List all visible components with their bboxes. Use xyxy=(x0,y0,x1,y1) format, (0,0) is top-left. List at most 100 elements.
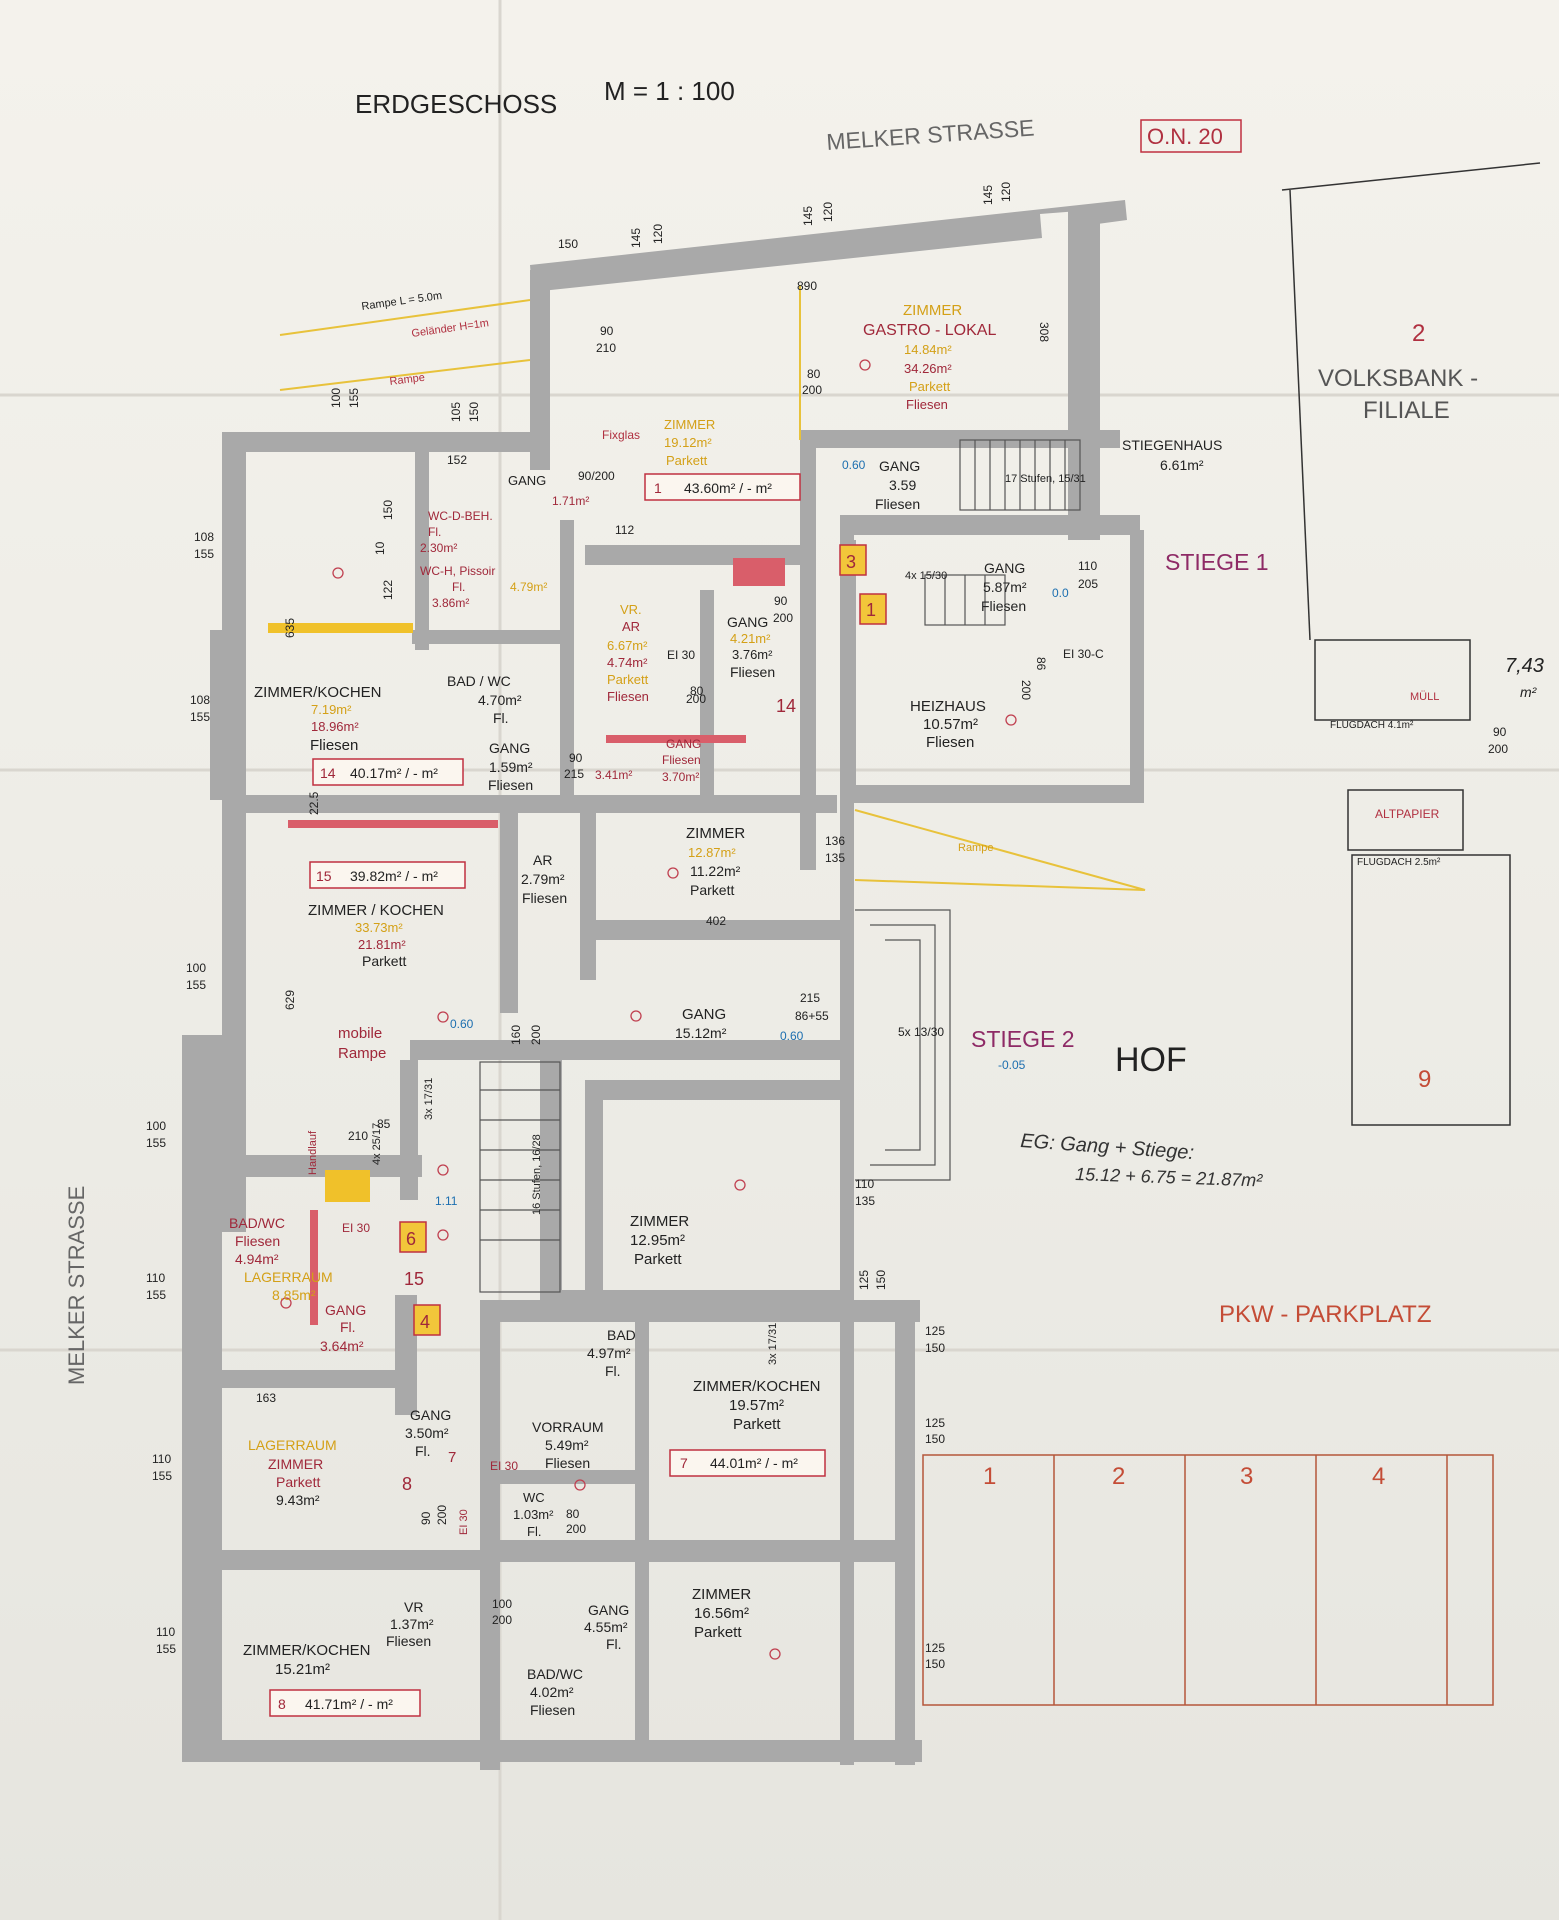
stiege2-label: STIEGE 2 xyxy=(971,1026,1075,1052)
dim: 308 xyxy=(1037,322,1051,342)
dim: 90 xyxy=(600,324,614,338)
zimmer1295-area: 12.95m² xyxy=(630,1232,685,1249)
heizhaus-floor: Fliesen xyxy=(926,734,974,751)
vrar-name: VR. xyxy=(620,602,642,617)
dim: 160 xyxy=(509,1025,523,1045)
dim: 90 xyxy=(419,1511,433,1525)
plan-title: ERDGESCHOSS xyxy=(355,89,557,119)
zimmer19-area: 19.12m² xyxy=(664,435,712,450)
dim: 110 xyxy=(1078,559,1097,573)
zk15-mobile: mobile xyxy=(338,1025,382,1042)
dim: 200 xyxy=(773,611,793,625)
gang350-area: 3.50m² xyxy=(405,1425,449,1441)
gastro-floor1: Parkett xyxy=(909,379,951,394)
zk15-floor: Parkett xyxy=(362,953,406,969)
vrar-ei: EI 30 xyxy=(667,648,695,662)
gang455-floor: Fl. xyxy=(606,1636,622,1652)
parking-spot-1: 1 xyxy=(983,1463,996,1490)
dim: 200 xyxy=(529,1025,543,1045)
gang364-floor: Fl. xyxy=(340,1319,356,1335)
dim: 215 xyxy=(564,767,584,781)
red-thresholds xyxy=(288,558,785,1325)
hof-label: HOF xyxy=(1115,1041,1187,1079)
gang171-name: GANG xyxy=(508,473,546,488)
gang359-floor: Fliesen xyxy=(875,496,920,512)
neighbour-outline xyxy=(1281,162,1541,1126)
zk7-number: 7 xyxy=(680,1455,688,1471)
zk8-name: ZIMMER/KOCHEN xyxy=(243,1642,371,1659)
dim: 85 xyxy=(377,1117,391,1131)
neighbour-number: 2 xyxy=(1412,320,1425,347)
dim: 150 xyxy=(558,237,578,251)
bad494-ei: EI 30 xyxy=(342,1221,370,1235)
railing-height: Geländer H=1m xyxy=(411,317,490,340)
gang455-name: GANG xyxy=(588,1602,629,1618)
gang350-floor: Fl. xyxy=(415,1443,431,1459)
dim: 100 xyxy=(146,1119,166,1133)
vrar-floor1: Parkett xyxy=(607,672,649,687)
dim: 152 xyxy=(447,453,467,467)
dim: 100 xyxy=(186,961,206,975)
dim: 135 xyxy=(855,1194,875,1208)
gang587-steps: 4x 15/30 xyxy=(905,570,947,582)
dim: 86 xyxy=(1034,657,1048,671)
gastro-area1: 14.84m² xyxy=(904,342,952,357)
bad497-floor: Fl. xyxy=(605,1363,621,1379)
wch-area1: 4.79m² xyxy=(510,580,547,594)
flugdach-label: FLUGDACH 4.1m² xyxy=(1330,720,1414,731)
parking-label: PKW - PARKPLATZ xyxy=(1219,1301,1431,1328)
zk7-area: 19.57m² xyxy=(729,1397,784,1414)
dim: 150 xyxy=(467,402,481,422)
vorraum-floor: Fliesen xyxy=(545,1455,590,1471)
gastro-area2: 34.26m² xyxy=(904,361,952,376)
zimmer1287-floor: Parkett xyxy=(690,882,734,898)
zk14-unit-area: 40.17m² / - m² xyxy=(350,765,438,781)
unit1-number: 1 xyxy=(654,480,662,496)
dim: 10 xyxy=(373,541,387,555)
dim: 155 xyxy=(146,1136,166,1150)
dim: 210 xyxy=(348,1129,368,1143)
wcdbeh-name: WC-D-BEH. xyxy=(428,509,493,523)
parking-grid xyxy=(922,1454,1494,1706)
gang587-floor: Fliesen xyxy=(981,598,1026,614)
lager943-name2: ZIMMER xyxy=(268,1456,323,1472)
dim: 150 xyxy=(925,1432,945,1446)
dim: 110 xyxy=(855,1177,874,1191)
dim: 200 xyxy=(802,383,822,397)
plan-scale: M = 1 : 100 xyxy=(604,76,735,106)
bad470-area: 4.70m² xyxy=(478,692,522,708)
bad470-name: BAD / WC xyxy=(447,673,511,689)
dim: 150 xyxy=(381,500,395,520)
heizhaus-name: HEIZHAUS xyxy=(910,698,986,715)
vrar-floor2: Fliesen xyxy=(607,689,649,704)
stiege1-label: STIEGE 1 xyxy=(1165,549,1269,575)
badge-4: 4 xyxy=(420,1312,430,1332)
dim: 110 xyxy=(146,1271,165,1285)
dim: 215 xyxy=(800,991,820,1005)
dim: 120 xyxy=(999,182,1013,202)
zk8-unit-area: 41.71m² / - m² xyxy=(305,1696,393,1712)
zimmer1295-name: ZIMMER xyxy=(630,1213,689,1230)
gang587-area: 5.87m² xyxy=(983,579,1027,595)
dim: 110 xyxy=(152,1452,171,1466)
vorraum-area: 5.49m² xyxy=(545,1437,589,1453)
level-060-b: 0.60 xyxy=(450,1017,474,1031)
bad494-lager: LAGERRAUM xyxy=(244,1269,333,1285)
dim: 155 xyxy=(190,710,210,724)
dim: 150 xyxy=(925,1341,945,1355)
zk8-number: 8 xyxy=(278,1696,286,1712)
stair-3x17-31: 3x 17/31 xyxy=(423,1078,435,1120)
dim: 108 xyxy=(194,530,214,544)
bad470-floor: Fl. xyxy=(493,710,509,726)
badge-15: 15 xyxy=(404,1269,424,1289)
ar279-name: AR xyxy=(533,852,552,868)
zk15-number: 15 xyxy=(316,868,332,884)
dim: 100 xyxy=(492,1597,512,1611)
dim: 90/200 xyxy=(578,469,615,483)
zk7-floor: Parkett xyxy=(733,1416,781,1433)
parking-spot-4: 4 xyxy=(1372,1463,1385,1490)
zk15-unit-area: 39.82m² / - m² xyxy=(350,868,438,884)
dim: 635 xyxy=(283,618,297,638)
ramp-hof-label: Rampe xyxy=(958,842,993,854)
zimmer1287-area2: 11.22m² xyxy=(690,863,741,879)
